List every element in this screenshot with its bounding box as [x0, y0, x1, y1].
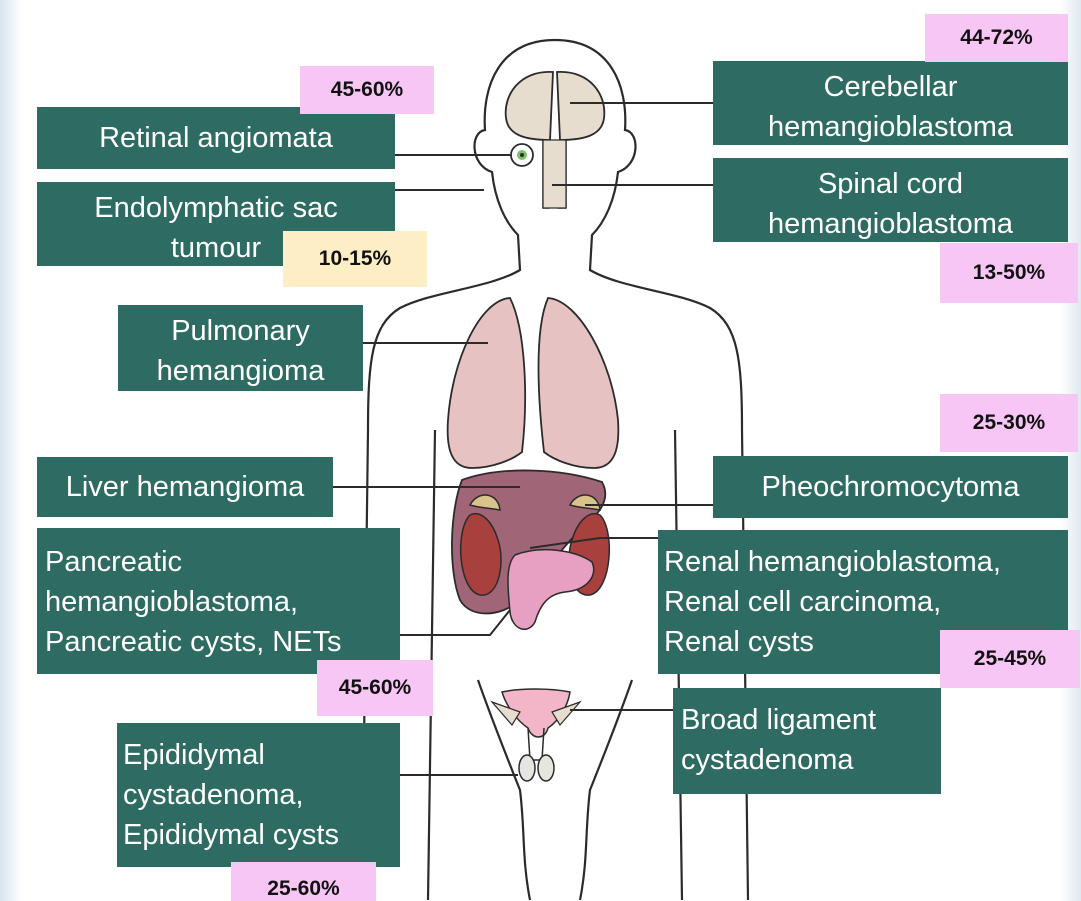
badge-endolymphatic-pct: 10-15%: [283, 231, 427, 287]
badge-epididymal-pct: 25-60%: [231, 862, 376, 901]
label-broad-ligament-cystadenoma: Broad ligament cystadenoma: [673, 688, 941, 794]
label-cerebellar-hemangioblastoma: Cerebellar hemangioblastoma: [713, 61, 1068, 145]
badge-pheo-pct: 25-30%: [940, 394, 1078, 452]
badge-cerebellar-pct: 44-72%: [925, 14, 1068, 62]
uterus-icon: [492, 689, 580, 760]
badge-renal-pct: 25-45%: [940, 630, 1080, 688]
label-pulmonary-hemangioma: Pulmonary hemangioma: [118, 305, 363, 391]
label-epididymal: Epididymal cystadenoma, Epididymal cysts: [117, 723, 400, 867]
label-liver-hemangioma: Liver hemangioma: [37, 457, 333, 517]
eye-icon: [511, 144, 533, 166]
badge-spinal-pct: 13-50%: [940, 243, 1078, 303]
testis-icon: [519, 755, 554, 781]
brain-icon: [506, 72, 605, 140]
label-spinal-cord-hemangioblastoma: Spinal cord hemangioblastoma: [713, 158, 1068, 242]
label-pheochromocytoma: Pheochromocytoma: [713, 456, 1068, 518]
label-retinal-angiomata: Retinal angiomata: [37, 107, 395, 169]
badge-retinal-pct: 45-60%: [300, 66, 434, 114]
lungs-icon: [448, 298, 619, 468]
badge-pancreatic-pct: 45-60%: [317, 660, 433, 716]
label-pancreatic: Pancreatic hemangioblastoma, Pancreatic …: [37, 528, 400, 674]
